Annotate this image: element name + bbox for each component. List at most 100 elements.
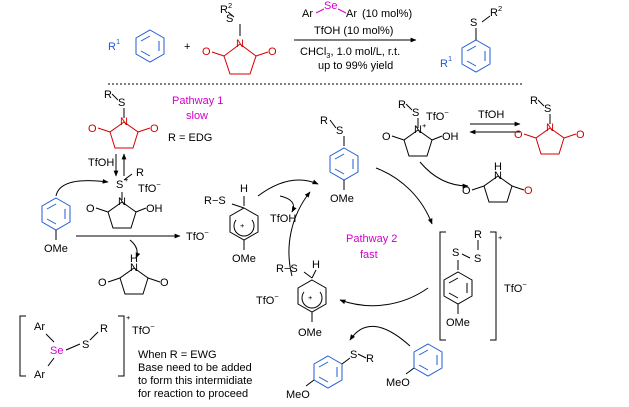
- p2-succ-n: N: [494, 170, 502, 182]
- p2-activated-succinimide: R S N + O OH TfO−: [382, 99, 459, 157]
- w1-tfo: TfO−: [186, 228, 209, 243]
- se-note-4: for reaction to proceed: [138, 388, 248, 400]
- se-note-2: Base need to be added: [138, 362, 252, 374]
- w1-r-s: R−S: [204, 195, 226, 207]
- p1-succ-o-right: O: [160, 277, 169, 289]
- p1-int-n: N: [118, 196, 126, 208]
- catalyst-load: (10 mol%): [362, 8, 412, 20]
- p2-act-plus: +: [422, 121, 427, 130]
- p1-int-plus: +: [124, 175, 129, 184]
- p1-reagent-s: S: [118, 97, 125, 109]
- reaction-conditions: Ar Se Ar (10 mol%) TfOH (10 mol%) CHCl3,…: [294, 0, 417, 72]
- se-ar-top: Ar: [34, 321, 45, 333]
- p2-anisole: MeO: [386, 343, 443, 389]
- p2-disulfonium-r: R: [474, 229, 482, 241]
- p1-int-s: S: [116, 179, 123, 191]
- pathway-1-condition: R = EDG: [168, 132, 212, 144]
- p2-release-arrow: [419, 161, 469, 189]
- p1-succ-h: H: [130, 253, 138, 265]
- p2-act-n: N: [414, 124, 422, 136]
- w1-to-product-arrow: [257, 179, 319, 197]
- p2-wheland-intermediate: R−S H + OMe TfO−: [256, 259, 327, 339]
- p2-product-ome: OMe: [330, 193, 354, 205]
- pathway-1-speed: slow: [186, 110, 208, 122]
- se-r: R: [100, 323, 108, 335]
- p2-side-arrow: [349, 325, 411, 347]
- pathway-2-title: Pathway 2: [346, 233, 397, 245]
- w1-tfoh: TfOH: [270, 213, 296, 225]
- p2-diaryl-meo: MeO: [286, 389, 310, 401]
- reagent-o-right: O: [268, 46, 277, 58]
- se-note-1: When R = EWG: [138, 349, 217, 361]
- catalyst-ar-left: Ar: [302, 8, 313, 20]
- p1-reagent-r: R: [104, 89, 112, 101]
- equation: R 1 + N O O S R 2 Ar Se Ar (10 mol%) TfO…: [108, 0, 502, 75]
- w2-h: H: [312, 259, 320, 271]
- pathway-1-intermediate: S + R TfO− N O OH: [86, 167, 163, 229]
- reagent-o-left: O: [202, 46, 211, 58]
- p2-disulfonium-s1: S: [452, 247, 459, 259]
- p1-succ-o-left: O: [98, 277, 107, 289]
- pathway-1-reagent: R S N O O: [88, 89, 159, 149]
- p2-act-o: O: [382, 131, 391, 143]
- yield-condition: up to 99% yield: [318, 60, 393, 72]
- catalyst-ar-right: Ar: [346, 8, 357, 20]
- w2-tfo: TfO−: [256, 292, 279, 307]
- product-r2-sup: 2: [498, 4, 502, 13]
- p2-act-s: S: [412, 107, 419, 119]
- p2-disulfonium-ome: OMe: [446, 317, 470, 329]
- pathway-2-speed: fast: [360, 249, 378, 261]
- p2-act-r: R: [398, 99, 406, 111]
- reactant-arene-sub: 1: [116, 37, 120, 46]
- p2-product-r: R: [320, 115, 328, 127]
- product-r1: R: [440, 58, 448, 70]
- p2-regen-r: R: [530, 95, 538, 107]
- p2-regen-o-left: O: [514, 129, 523, 141]
- cycle-arc-3: [288, 191, 311, 277]
- p2-diaryl-sulfide: S R MeO: [286, 349, 374, 401]
- acid-condition: TfOH (10 mol%): [314, 25, 393, 37]
- p2-succ-o-left: O: [462, 185, 471, 197]
- p2-act-oh: OH: [442, 131, 459, 143]
- p1-succ-n: N: [130, 262, 138, 274]
- product-r2: R: [490, 7, 498, 19]
- product-arylsulfide: S R 2 R 1: [440, 4, 502, 73]
- reagent-r2-sup: 2: [228, 1, 232, 10]
- p2-succ-h: H: [494, 161, 502, 173]
- pathway-1-anisole: OMe: [41, 197, 71, 255]
- p2-succinimide: N H O O: [462, 161, 533, 203]
- p2-diaryl-r: R: [366, 353, 374, 365]
- reactant-arene: R 1: [108, 29, 165, 63]
- p2-regen-s: S: [544, 103, 551, 115]
- pathway-2: Pathway 2 fast R S OMe R S N: [256, 95, 585, 401]
- p2-anisole-meo: MeO: [386, 377, 410, 389]
- p1-attack-arrow: [55, 178, 109, 197]
- reagent-s: S: [226, 13, 233, 25]
- reactant-arene-r: R: [108, 41, 116, 53]
- reagent-n: N: [236, 38, 244, 50]
- pathway-1-succinimide: N H O O: [98, 253, 169, 295]
- p2-act-tfo: TfO−: [426, 108, 449, 123]
- w1-plus: +: [240, 221, 245, 230]
- p1-reagent-o-right: O: [150, 123, 159, 135]
- w2-ome: OMe: [298, 327, 322, 339]
- wheland-intermediate-1: R−S H + OMe TfO− TfOH: [186, 179, 319, 265]
- w1-ome: OMe: [232, 253, 256, 265]
- p2-disulfonium-tfo: TfO−: [504, 280, 527, 295]
- cycle-arc-2: [339, 287, 429, 307]
- p2-disulfonium: + R S S OMe TfO−: [439, 229, 527, 341]
- p2-product-s: S: [336, 125, 343, 137]
- se-plus: +: [126, 313, 131, 322]
- p2-diaryl-s: S: [350, 349, 357, 361]
- solvent-condition: CHCl3, 1.0 mol/L, r.t.: [300, 46, 400, 60]
- se-atom: Se: [50, 345, 63, 357]
- p1-anisole-ome: OMe: [44, 243, 68, 255]
- selenium-intermediate: + TfO− Ar Se S R Ar When R = EWG Base ne…: [19, 313, 252, 400]
- p1-int-o: O: [86, 203, 95, 215]
- p1-release-arrow: [129, 239, 141, 259]
- w2-r-s: R−S: [276, 263, 298, 275]
- p2-disulfonium-plus: +: [498, 233, 503, 242]
- p1-tfoh-label: TfOH: [88, 157, 114, 169]
- se-note-3: to form this intermidiate: [138, 375, 252, 387]
